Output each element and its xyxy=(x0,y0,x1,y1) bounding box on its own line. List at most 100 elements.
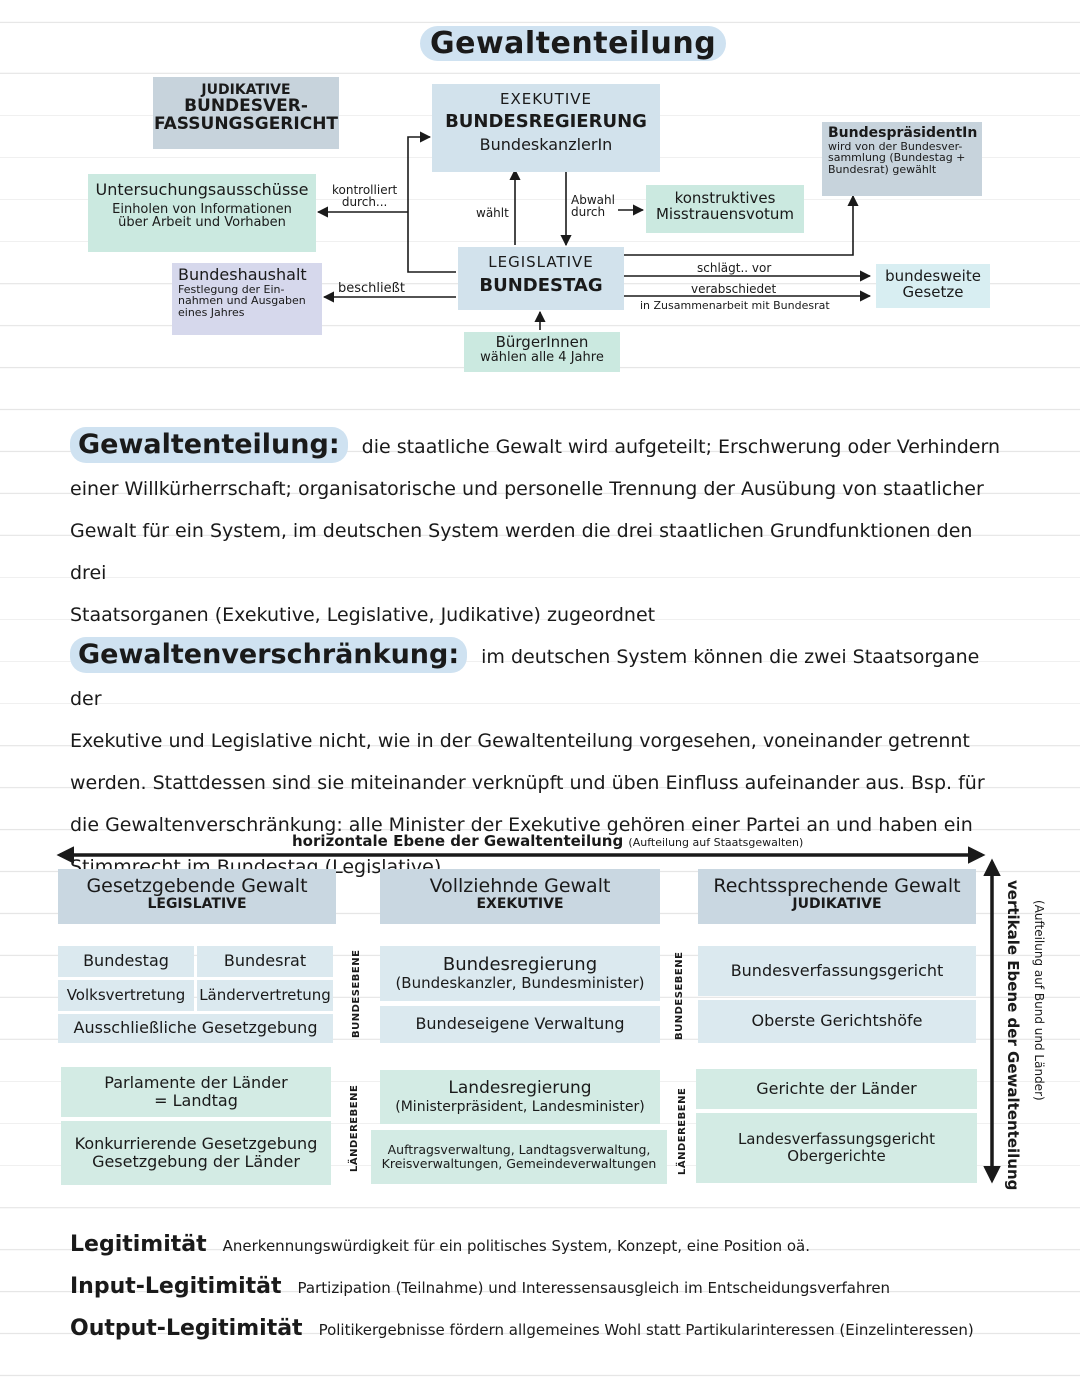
bundespraesident-box: BundespräsidentIn wird von der Bundesver… xyxy=(822,122,982,196)
misstrauen-text-2: Misstrauensvotum xyxy=(655,204,795,223)
legislative-box: LEGISLATIVE BUNDESTAG xyxy=(458,247,624,310)
laenderebene-label-2: LÄNDEREBENE xyxy=(677,1087,688,1175)
cell-oberste-gerichtshoefe: Oberste Gerichtshöfe xyxy=(698,1000,976,1043)
output-legitimitaet-text: Politikergebnisse fördern allgemeines Wo… xyxy=(318,1321,974,1339)
bundespraesident-text-1: wird von der Bundesver- xyxy=(828,139,963,153)
cell-ausschliessliche-gesetzgebung: Ausschließliche Gesetzgebung xyxy=(58,1014,333,1043)
horizontal-axis-text: horizontale Ebene der Gewaltenteilung xyxy=(292,832,624,850)
cell-bundeseigene-verwaltung: Bundeseigene Verwaltung xyxy=(380,1006,660,1043)
vertical-axis-note: (Aufteilung auf Bund und Länder) xyxy=(1032,900,1046,1101)
cell-bundesrat: Bundesrat xyxy=(197,946,333,977)
bundespraesident-text-3: Bundesrat) gewählt xyxy=(828,162,937,176)
exekutive-header-sub: EXEKUTIVE xyxy=(476,895,564,912)
exekutive-name: BUNDESREGIERUNG xyxy=(445,110,647,132)
untersuchung-title: Untersuchungsausschüsse xyxy=(95,180,309,199)
cell-landesverfassungsgericht: Landesverfassungsgericht Obergerichte xyxy=(696,1113,977,1183)
haushalt-text-2: nahmen und Ausgaben xyxy=(178,294,306,308)
term-gewaltenteilung: Gewaltenteilung: xyxy=(70,427,348,463)
definition-line: werden. Stattdessen sind sie miteinander… xyxy=(70,772,985,794)
waehlt-label: wählt xyxy=(476,206,509,220)
judikative-header-title: Rechtssprechende Gewalt xyxy=(713,875,961,897)
bundesebene-label-2: BUNDESEBENE xyxy=(674,951,685,1040)
definition-line: Staatsorganen (Exekutive, Legislative, J… xyxy=(70,604,656,626)
exekutive-header-title: Vollziehnde Gewalt xyxy=(429,875,611,897)
laenderebene-label-1: LÄNDEREBENE xyxy=(349,1084,360,1172)
kontrolliert-label: kontrolliert durch... xyxy=(332,184,397,208)
kontrolliert-text-1: kontrolliert xyxy=(332,183,398,197)
exekutive-label: EXEKUTIVE xyxy=(500,90,592,108)
judikative-label: JUDIKATIVE xyxy=(201,82,291,98)
abwahl-text-2: durch xyxy=(571,205,606,219)
gesetze-text-1: bundesweite xyxy=(885,267,981,285)
cell-bundesregierung: Bundesregierung (Bundeskanzler, Bundesmi… xyxy=(380,946,660,1001)
cell-laendervertretung: Ländervertretung xyxy=(197,980,333,1011)
cell-landesregierung: Landesregierung (Ministerpräsident, Land… xyxy=(380,1070,660,1124)
output-legitimitaet-term: Output-Legitimität xyxy=(70,1316,303,1341)
input-legitimitaet-term: Input-Legitimität xyxy=(70,1274,282,1299)
definition-gewaltenteilung: Gewaltenteilung:die staatliche Gewalt wi… xyxy=(70,426,1010,888)
vertical-axis-text: vertikale Ebene der Gewaltenteilung xyxy=(1004,880,1022,1191)
legitimitaet-text: Anerkennungswürdigkeit für ein politisch… xyxy=(222,1237,810,1255)
landesregierung-line-2: (Ministerpräsident, Landesminister) xyxy=(395,1098,645,1115)
haushalt-text-3: eines Jahres xyxy=(178,305,245,319)
input-legitimitaet-row: Input-Legitimität Partizipation (Teilnahm… xyxy=(70,1274,890,1299)
legislative-name: BUNDESTAG xyxy=(479,274,603,296)
verabschiedet-label: verabschiedet xyxy=(691,282,777,296)
buerger-title: BürgerInnen xyxy=(495,333,589,351)
column-header-legislative: Gesetzgebende Gewalt LEGISLATIVE xyxy=(58,869,336,924)
column-header-judikative: Rechtssprechende Gewalt JUDIKATIVE xyxy=(698,869,976,924)
zusammenarbeit-label: in Zusammenarbeit mit Bundesrat xyxy=(640,299,830,312)
haushalt-box: Bundeshaushalt Festlegung der Ein- nahme… xyxy=(172,263,322,335)
legislative-label: LEGISLATIVE xyxy=(488,253,594,271)
definition-line: Exekutive und Legislative nicht, wie in … xyxy=(70,730,970,752)
parlamente-line-2: = Landtag xyxy=(154,1091,238,1110)
beschliesst-label: beschließt xyxy=(338,281,405,296)
definition-line: im deutschen System können die zwei Staa… xyxy=(70,646,980,710)
vertical-axis-note-wrap: (Aufteilung auf Bund und Länder) xyxy=(1028,900,1050,1130)
untersuchung-box: Untersuchungsausschüsse Einholen von Inf… xyxy=(88,174,316,252)
konkurrierende-line-2: Gesetzgebung der Länder xyxy=(92,1152,300,1171)
gesetze-box: bundesweite Gesetze xyxy=(876,264,990,308)
exekutive-sub: BundeskanzlerIn xyxy=(479,134,613,154)
bundesregierung-line-1: Bundesregierung xyxy=(442,953,598,975)
bundesregierung-line-2: (Bundeskanzler, Bundesminister) xyxy=(395,974,645,993)
buerger-text: wählen alle 4 Jahre xyxy=(480,349,604,365)
cell-gerichte-der-laender: Gerichte der Länder xyxy=(696,1069,977,1109)
output-legitimitaet-row: Output-Legitimität Politikergebnisse förd… xyxy=(70,1316,974,1341)
judikative-box: JUDIKATIVE BUNDESVER- FASSUNGSGERICHT xyxy=(153,77,339,149)
cell-volksvertretung: Volksvertretung xyxy=(58,980,194,1011)
parlamente-line-1: Parlamente der Länder xyxy=(104,1072,288,1092)
buerger-box: BürgerInnen wählen alle 4 Jahre xyxy=(464,332,620,372)
misstrauen-box: konstruktives Misstrauensvotum xyxy=(646,185,804,233)
landesverfassungsgericht-line-1: Landesverfassungsgericht xyxy=(737,1129,936,1148)
judikative-name-1: BUNDESVER- xyxy=(184,95,308,116)
cell-parlamente-der-laender: Parlamente der Länder = Landtag xyxy=(61,1067,331,1117)
definition-line: Gewalt für ein System, im deutschen Syst… xyxy=(70,520,973,584)
haushalt-title: Bundeshaushalt xyxy=(178,265,307,284)
untersuchung-text-1: Einholen von Informationen xyxy=(112,201,292,217)
bundespraesident-title: BundespräsidentIn xyxy=(828,125,978,141)
bundesebene-label-1: BUNDESEBENE xyxy=(351,949,362,1038)
legislative-header-title: Gesetzgebende Gewalt xyxy=(86,875,308,897)
page-title: Gewaltenteilung xyxy=(420,26,727,61)
untersuchung-text-2: über Arbeit und Vorhaben xyxy=(118,215,286,231)
cell-bundestag: Bundestag xyxy=(58,946,194,977)
column-header-exekutive: Vollziehnde Gewalt EXEKUTIVE xyxy=(380,869,660,924)
horizontal-axis-note: (Aufteilung auf Staatsgewalten) xyxy=(628,836,804,849)
haushalt-text-1: Festlegung der Ein- xyxy=(178,282,285,296)
cell-konkurrierende-gesetzgebung: Konkurrierende Gesetzgebung Gesetzgebung… xyxy=(61,1121,331,1185)
misstrauen-text-1: konstruktives xyxy=(674,189,776,207)
diagram-arrows xyxy=(316,131,872,330)
gesetze-text-2: Gesetze xyxy=(902,282,964,301)
input-legitimitaet-text: Partizipation (Teilnahme) und Interessen… xyxy=(297,1279,891,1297)
term-gewaltenverschraenkung: Gewaltenverschränkung: xyxy=(70,637,468,673)
bundespraesident-text-2: sammlung (Bundestag + xyxy=(828,151,966,165)
cell-auftragsverwaltung: Auftragsverwaltung, Landtagsverwaltung, … xyxy=(371,1130,667,1184)
abwahl-text-1: Abwahl xyxy=(571,193,615,207)
landesverfassungsgericht-line-2: Obergerichte xyxy=(787,1147,886,1165)
cell-bundesverfassungsgericht: Bundesverfassungsgericht xyxy=(698,946,976,996)
abwahl-label: Abwahl durch xyxy=(571,194,615,218)
definition-line: einer Willkürherrschaft; organisatorisch… xyxy=(70,478,984,500)
judikative-header-sub: JUDIKATIVE xyxy=(792,895,882,912)
